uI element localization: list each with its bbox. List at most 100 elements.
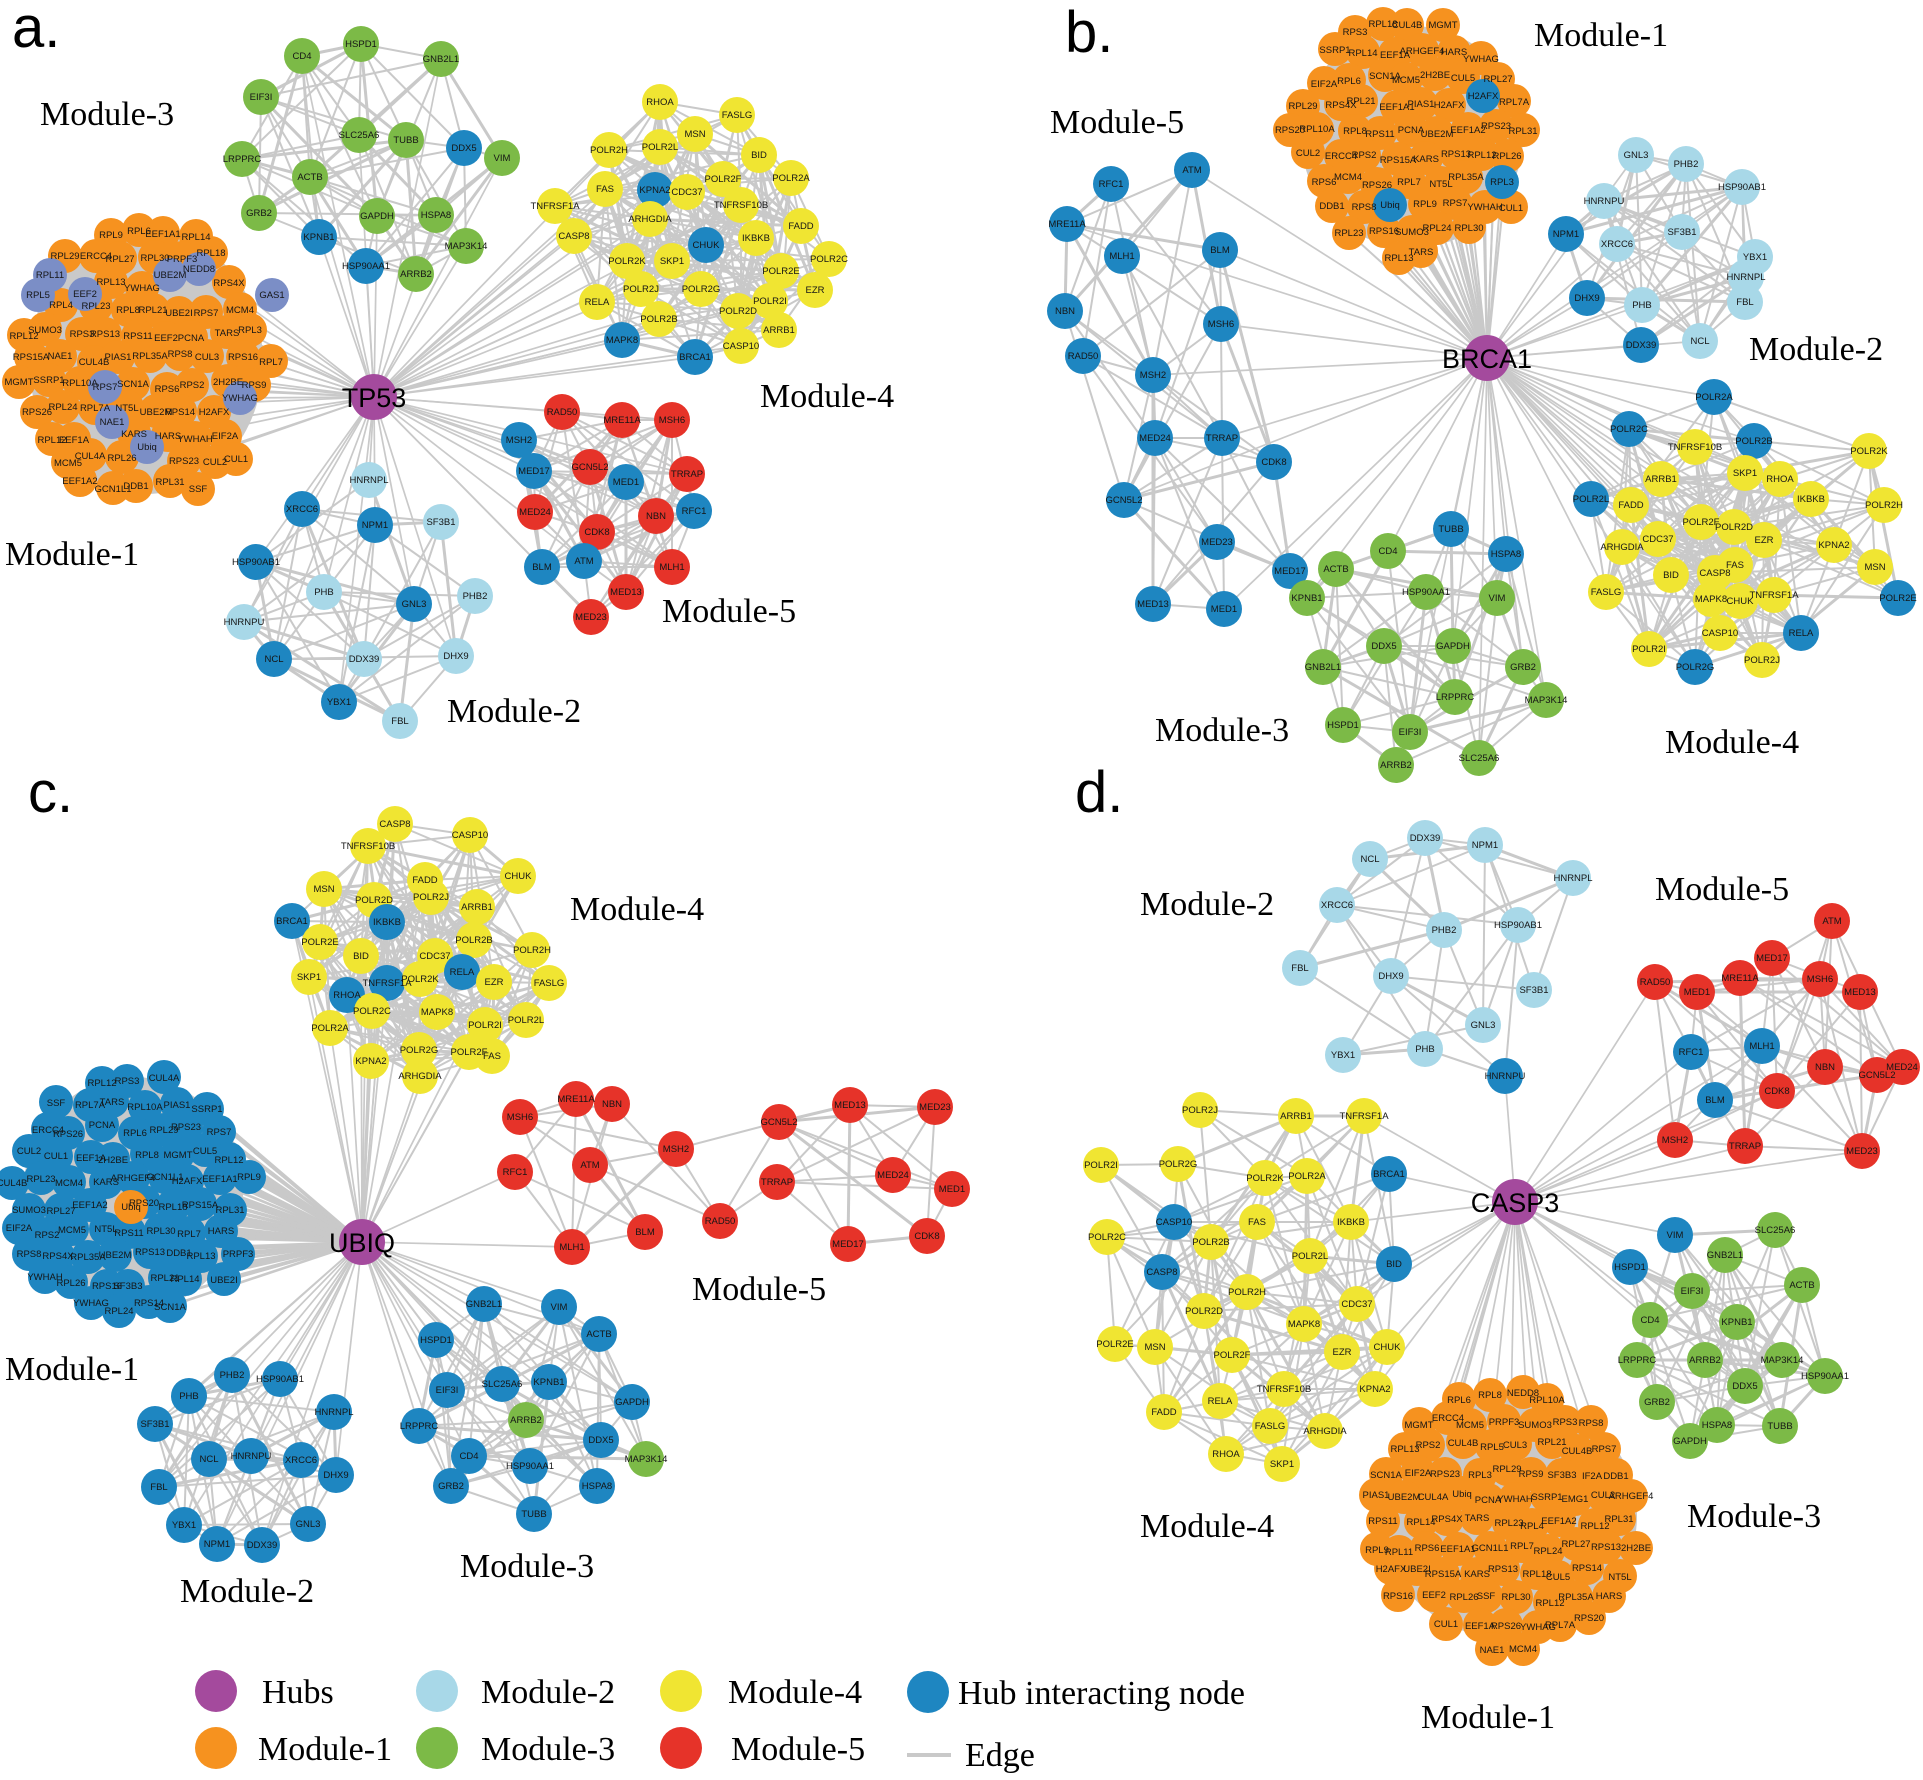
svg-text:RPL30: RPL30 (1501, 1592, 1530, 1603)
svg-text:FASLG: FASLG (722, 110, 753, 121)
svg-text:RPL13: RPL13 (96, 277, 125, 288)
svg-text:POLR2H: POLR2H (1228, 1287, 1266, 1298)
svg-text:POLR2G: POLR2G (1159, 1159, 1198, 1170)
svg-text:TUBB: TUBB (1438, 524, 1463, 535)
svg-text:MAP3K14: MAP3K14 (625, 1454, 668, 1465)
svg-text:SLC25A6: SLC25A6 (1459, 753, 1500, 764)
svg-text:MAPK8: MAPK8 (1288, 1319, 1320, 1330)
svg-text:EIF3I: EIF3I (1399, 727, 1422, 738)
svg-text:Module-2: Module-2 (1749, 331, 1883, 368)
svg-text:SKP1: SKP1 (660, 256, 684, 267)
svg-text:POLR2L: POLR2L (508, 1015, 544, 1026)
svg-text:RPL18: RPL18 (1368, 19, 1397, 30)
svg-text:EIF2A: EIF2A (6, 1223, 33, 1234)
svg-text:POLR2H: POLR2H (1865, 500, 1903, 511)
svg-text:TARS: TARS (100, 1097, 125, 1108)
svg-text:VIM: VIM (1489, 593, 1506, 604)
svg-text:YBX1: YBX1 (327, 697, 351, 708)
svg-text:NBN: NBN (1055, 306, 1075, 317)
svg-text:PHB: PHB (179, 1391, 199, 1402)
svg-text:GCN1L1: GCN1L1 (95, 484, 132, 495)
svg-text:CASP10: CASP10 (452, 830, 488, 841)
svg-text:RPL8: RPL8 (135, 1150, 159, 1161)
svg-text:Ubiq: Ubiq (1452, 1489, 1472, 1500)
svg-text:RPL5: RPL5 (26, 290, 50, 301)
svg-text:RPS13: RPS13 (90, 329, 120, 340)
svg-text:POLR2I: POLR2I (1632, 644, 1666, 655)
svg-text:CUL4B: CUL4B (1448, 1438, 1479, 1449)
svg-text:NBN: NBN (602, 1099, 622, 1110)
svg-text:a.: a. (12, 0, 60, 60)
svg-text:KPNA2: KPNA2 (1359, 1384, 1390, 1395)
svg-text:CUL2: CUL2 (1296, 148, 1320, 159)
svg-text:Edge: Edge (965, 1737, 1035, 1774)
svg-text:MED13: MED13 (834, 1100, 866, 1111)
svg-text:KPNB1: KPNB1 (303, 232, 334, 243)
svg-text:MGMT: MGMT (163, 1150, 192, 1161)
svg-text:TNFRSF1A: TNFRSF1A (1749, 590, 1799, 601)
svg-text:RPL35A: RPL35A (1558, 1592, 1594, 1603)
svg-text:RPL13: RPL13 (186, 1251, 215, 1262)
svg-text:EIF2A: EIF2A (1311, 79, 1338, 90)
svg-text:RPS4X: RPS4X (213, 278, 245, 289)
svg-text:YBX1: YBX1 (1331, 1050, 1355, 1061)
svg-text:TUBB: TUBB (1767, 1421, 1792, 1432)
svg-text:GCN5L2: GCN5L2 (1859, 1070, 1896, 1081)
svg-text:d.: d. (1075, 760, 1123, 825)
svg-text:GNL3: GNL3 (1471, 1020, 1496, 1031)
svg-text:MED24: MED24 (1886, 1062, 1918, 1073)
svg-text:SLC25A6: SLC25A6 (339, 130, 380, 141)
svg-text:CDK8: CDK8 (914, 1231, 939, 1242)
svg-text:ACTB: ACTB (1323, 564, 1348, 575)
svg-text:H2AFX: H2AFX (1376, 1564, 1407, 1575)
svg-text:SCN1A: SCN1A (154, 1302, 186, 1313)
svg-text:PRPF3: PRPF3 (1489, 1417, 1520, 1428)
svg-text:Ubiq: Ubiq (1380, 200, 1400, 211)
svg-text:PIAS1: PIAS1 (105, 352, 132, 363)
svg-text:NPM1: NPM1 (1553, 229, 1579, 240)
svg-text:DDX5: DDX5 (451, 143, 476, 154)
svg-text:LRPPRC: LRPPRC (223, 154, 262, 165)
svg-text:SSRP1: SSRP1 (1319, 45, 1350, 56)
svg-text:UBE2M: UBE2M (154, 270, 187, 281)
svg-text:HNRNPL: HNRNPL (1553, 873, 1592, 884)
svg-text:POLR2H: POLR2H (590, 145, 628, 156)
svg-text:EEF1A1: EEF1A1 (145, 229, 180, 240)
svg-text:SKP1: SKP1 (1270, 1459, 1294, 1470)
svg-text:TRRAP: TRRAP (1729, 1141, 1761, 1152)
svg-text:BLM: BLM (635, 1227, 655, 1238)
svg-text:RPS7: RPS7 (1443, 198, 1468, 209)
svg-text:RPS23: RPS23 (171, 1122, 201, 1133)
svg-text:POLR2D: POLR2D (719, 306, 757, 317)
svg-text:MED17: MED17 (832, 1239, 864, 1250)
svg-text:Module-3: Module-3 (1687, 1498, 1821, 1535)
svg-text:MAP3K14: MAP3K14 (1761, 1355, 1804, 1366)
svg-text:ARRB2: ARRB2 (1380, 760, 1412, 771)
svg-text:RPL8: RPL8 (116, 305, 140, 316)
svg-text:RPL12: RPL12 (214, 1155, 243, 1166)
svg-text:MED24: MED24 (519, 507, 551, 518)
svg-text:POLR2C: POLR2C (810, 254, 848, 265)
svg-text:FBL: FBL (1291, 963, 1308, 974)
svg-text:EIF2A: EIF2A (212, 431, 239, 442)
svg-text:DDX39: DDX39 (349, 654, 380, 665)
svg-text:RPS8: RPS8 (17, 1249, 42, 1260)
svg-text:MCM5: MCM5 (1456, 1420, 1484, 1431)
svg-text:RPL6: RPL6 (127, 226, 151, 237)
svg-text:MGMT: MGMT (1428, 20, 1457, 31)
svg-text:RPS3: RPS3 (115, 1076, 140, 1087)
svg-text:CASP8: CASP8 (1699, 568, 1730, 579)
svg-text:SSF: SSF (1477, 1591, 1496, 1602)
svg-text:MCM5: MCM5 (1392, 75, 1420, 86)
svg-text:YWHAH: YWHAH (177, 434, 213, 445)
svg-text:KPNB1: KPNB1 (1721, 1317, 1752, 1328)
svg-text:RFC1: RFC1 (1679, 1047, 1704, 1058)
svg-text:PRPF3: PRPF3 (167, 254, 198, 265)
svg-text:SKP1: SKP1 (1733, 468, 1757, 479)
svg-text:RPL9: RPL9 (237, 1172, 261, 1183)
svg-text:CUL4B: CUL4B (79, 357, 110, 368)
svg-text:ARHGEF4: ARHGEF4 (1400, 46, 1445, 57)
svg-text:RPS11: RPS11 (114, 1228, 143, 1239)
svg-text:NT5L: NT5L (1608, 1572, 1631, 1583)
svg-text:RPL14: RPL14 (1406, 1517, 1435, 1528)
